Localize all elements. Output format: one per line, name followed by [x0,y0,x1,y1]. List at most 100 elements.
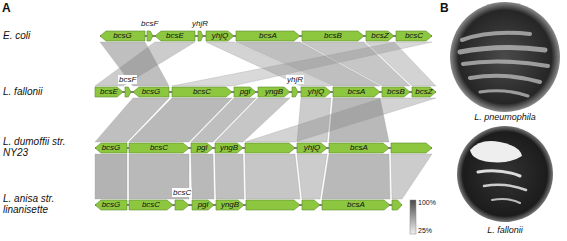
gene-name: bcsZ [366,30,394,42]
gene-arrow: yhjR [198,30,203,42]
gene-arrow [302,200,320,210]
gene-arrow-shape [246,200,300,210]
gene-name: bcsG [95,199,127,211]
gene-arrow: yhjQ [301,86,331,98]
agar-plate [450,2,560,112]
bacterial-streaks [460,33,548,96]
gene-name: bcsC [172,188,192,197]
gene-arrow: bcsC [172,86,232,98]
gene-arrow-shape [129,200,173,210]
gene-name: yngB [215,142,243,154]
gene-name: bcsC [396,30,432,42]
gene-name: yhjR [286,75,304,84]
gene-arrow-shape [95,200,127,210]
gene-name: yngB [216,199,244,211]
gene-arrow-shape [302,200,320,210]
identity-scale [410,200,416,234]
gene-name: bcsG [133,86,169,98]
gene-arrow: yhjR [292,86,298,98]
gene-arrow: bcsC [129,199,173,211]
gene-arrow-shape [155,31,195,41]
gene-arrow: yngB [216,199,244,211]
gene-name: bcsE [95,86,123,98]
gene-arrow: bcsB [302,30,364,42]
gene-arrow: bcsZ [366,30,394,42]
similarity-band [215,154,244,199]
species-name: L. fallonii [445,226,565,236]
gene-arrow-shape [292,87,298,97]
gene-arrow: bcsF [125,86,131,98]
similarity-band [245,154,300,199]
similarity-bands [95,42,436,199]
gene-arrow-shape [206,31,234,41]
gene-name: bcsA [322,199,390,211]
gene-name: bcsG [100,30,145,42]
gene-name: pgl [191,142,213,154]
gene-arrow-shape [297,143,327,153]
gene-arrow: bcsE [155,30,195,42]
gene-arrow-shape [392,200,402,210]
gene-arrow-shape [147,31,153,41]
similarity-band [95,42,195,86]
gene-arrow: pgl [191,142,213,154]
gene-arrow-shape [292,86,298,98]
gene-name: yhjQ [301,86,331,98]
gene-arrow: bcsG [133,86,169,98]
gene-arrow: bcsC [175,199,189,211]
gene-arrow-shape [175,200,189,210]
similarity-band [172,42,432,86]
gene-name: yhjR [191,19,209,28]
species-name: E. coli [3,30,91,41]
gene-arrow: bcsC [129,142,189,154]
gene-arrow: pgl [192,199,214,211]
gene-arrow-shape [234,87,256,97]
species-name: L. anisa str. linanisette [3,193,91,215]
gene-arrow-shape [382,87,410,97]
similarity-band [297,154,327,199]
gene-arrow-shape [302,31,364,41]
gene-arrow-shape [412,87,436,97]
gene-name: yngB [258,86,290,98]
gene-arrow-shape [301,87,331,97]
gene-name: bcsB [382,86,410,98]
gene-arrow-shape [172,87,232,97]
gene-name: bcsC [172,86,232,98]
gene-arrow: bcsF [147,30,153,42]
gene-arrow-shape [366,31,394,41]
gene-name: bcsE [155,30,195,42]
gene-arrow-shape [245,143,295,153]
gene-arrow-shape [216,200,244,210]
gene-name: bcsA [333,86,380,98]
gene-arrow: bcsA [329,142,389,154]
gene-arrow: yngB [215,142,243,154]
gene-name: bcsA [329,142,389,154]
gene-arrow: bcsB [382,86,410,98]
gene-arrow-shape [191,143,213,153]
gene-arrow: bcsA [322,199,390,211]
gene-name: yhjQ [206,30,234,42]
gene-arrow [245,143,295,153]
gene-arrow [391,143,432,153]
gene-name: bcsC [129,142,189,154]
gene-arrow-shape [329,143,389,153]
panel-letter: A [2,2,22,15]
gene-arrow-shape [133,87,169,97]
similarity-band [191,154,214,199]
gene-arrow-shape [322,200,390,210]
backbone-lines [95,36,436,205]
gene-arrow-shape [192,200,214,210]
gene-arrow-shape [125,86,131,98]
gene-arrow: bcsG [95,199,127,211]
gene-name: yhjQ [297,142,327,154]
gene-arrow: pgl [234,86,256,98]
gene-arrow-shape [391,143,432,153]
gene-name: bcsZ [412,86,436,98]
panel-letter: B [440,2,460,15]
gene-arrow: bcsG [100,30,145,42]
gene-arrow-shape [396,31,432,41]
gene-arrow: yhjQ [206,30,234,42]
gene-arrow-shape [147,30,153,42]
gene-arrow [392,200,402,210]
similarity-band [322,154,390,199]
gene-name: pgl [234,86,256,98]
